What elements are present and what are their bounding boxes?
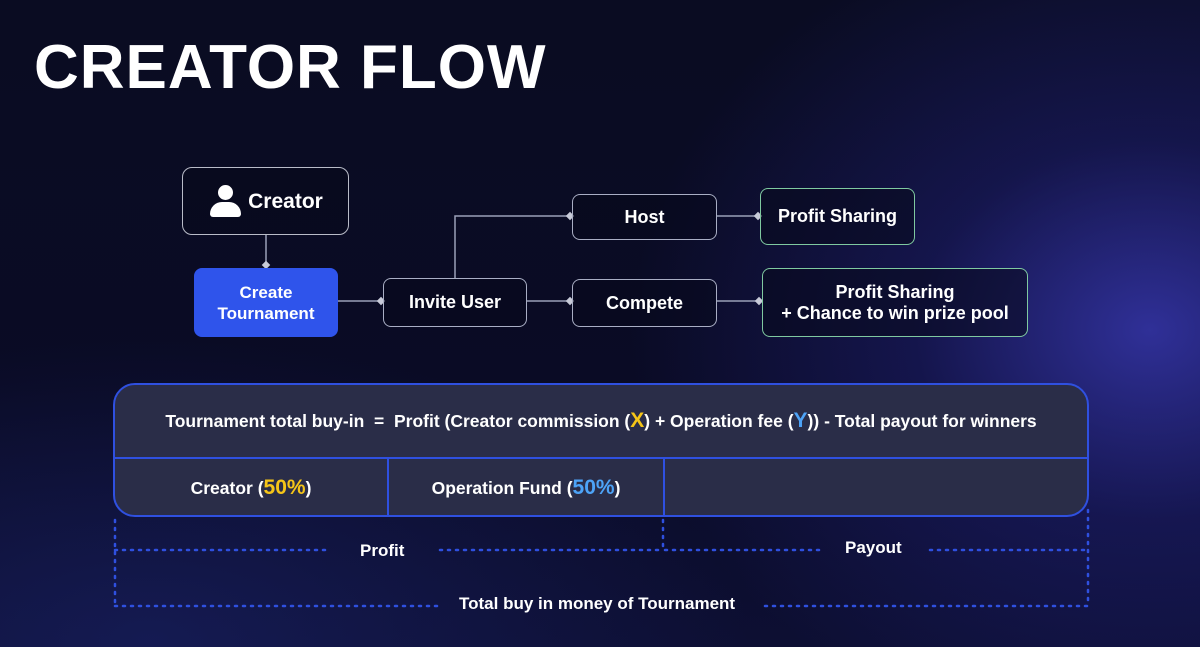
connector-invite-host — [454, 215, 570, 278]
buyin-table: Tournament total buy-in = Profit (Creato… — [113, 383, 1089, 517]
creator-node: Creator — [182, 167, 349, 235]
compete-label: Compete — [605, 292, 683, 313]
create-tournament-node: Create Tournament — [194, 268, 338, 337]
invite-user-label: Invite User — [408, 292, 502, 312]
creator-share-cell: Creator (50%) — [115, 459, 389, 515]
create-tournament-line-1: Create — [239, 282, 293, 302]
formula-lhs: Tournament total buy-in = Profit (Creato… — [165, 410, 631, 431]
page-title: CREATOR FLOW — [34, 33, 547, 102]
host-node: Host — [572, 194, 717, 240]
buyin-formula: Tournament total buy-in = Profit (Creato… — [115, 385, 1087, 459]
compete-outcome-line-1: Profit Sharing — [835, 281, 955, 302]
payout-label: Payout — [845, 538, 902, 557]
formula-mid: ) + Operation fee ( — [644, 410, 794, 431]
arrow-head — [261, 260, 271, 270]
compete-outcome-node: Profit Sharing + Chance to win prize poo… — [762, 268, 1028, 337]
host-label: Host — [624, 206, 665, 227]
formula-x: X — [630, 409, 645, 432]
create-tournament-line-2: Tournament — [217, 303, 315, 323]
host-outcome-label: Profit Sharing — [777, 206, 897, 226]
arrow-head — [754, 296, 764, 306]
formula-y: Y — [793, 409, 808, 432]
operation-fund-label: Operation Fund ( — [431, 477, 573, 498]
creator-share-close: ) — [305, 477, 312, 498]
invite-user-node: Invite User — [383, 278, 527, 327]
operation-fund-close: ) — [614, 477, 621, 498]
compete-node: Compete — [572, 279, 717, 327]
formula-rhs: )) - Total payout for winners — [807, 410, 1037, 431]
operation-fund-percent: 50% — [572, 476, 615, 499]
user-icon — [208, 183, 242, 219]
compete-outcome-line-2: + Chance to win prize pool — [781, 302, 1009, 323]
host-outcome-node: Profit Sharing — [760, 188, 915, 245]
total-buyin-label: Total buy in money of Tournament — [459, 594, 736, 613]
creator-label: Creator — [248, 189, 323, 213]
payout-cell — [665, 459, 1087, 515]
operation-fund-cell: Operation Fund (50%) — [389, 459, 665, 515]
creator-share-percent: 50% — [263, 476, 306, 499]
profit-label: Profit — [360, 541, 405, 560]
creator-share-label: Creator ( — [190, 477, 264, 498]
